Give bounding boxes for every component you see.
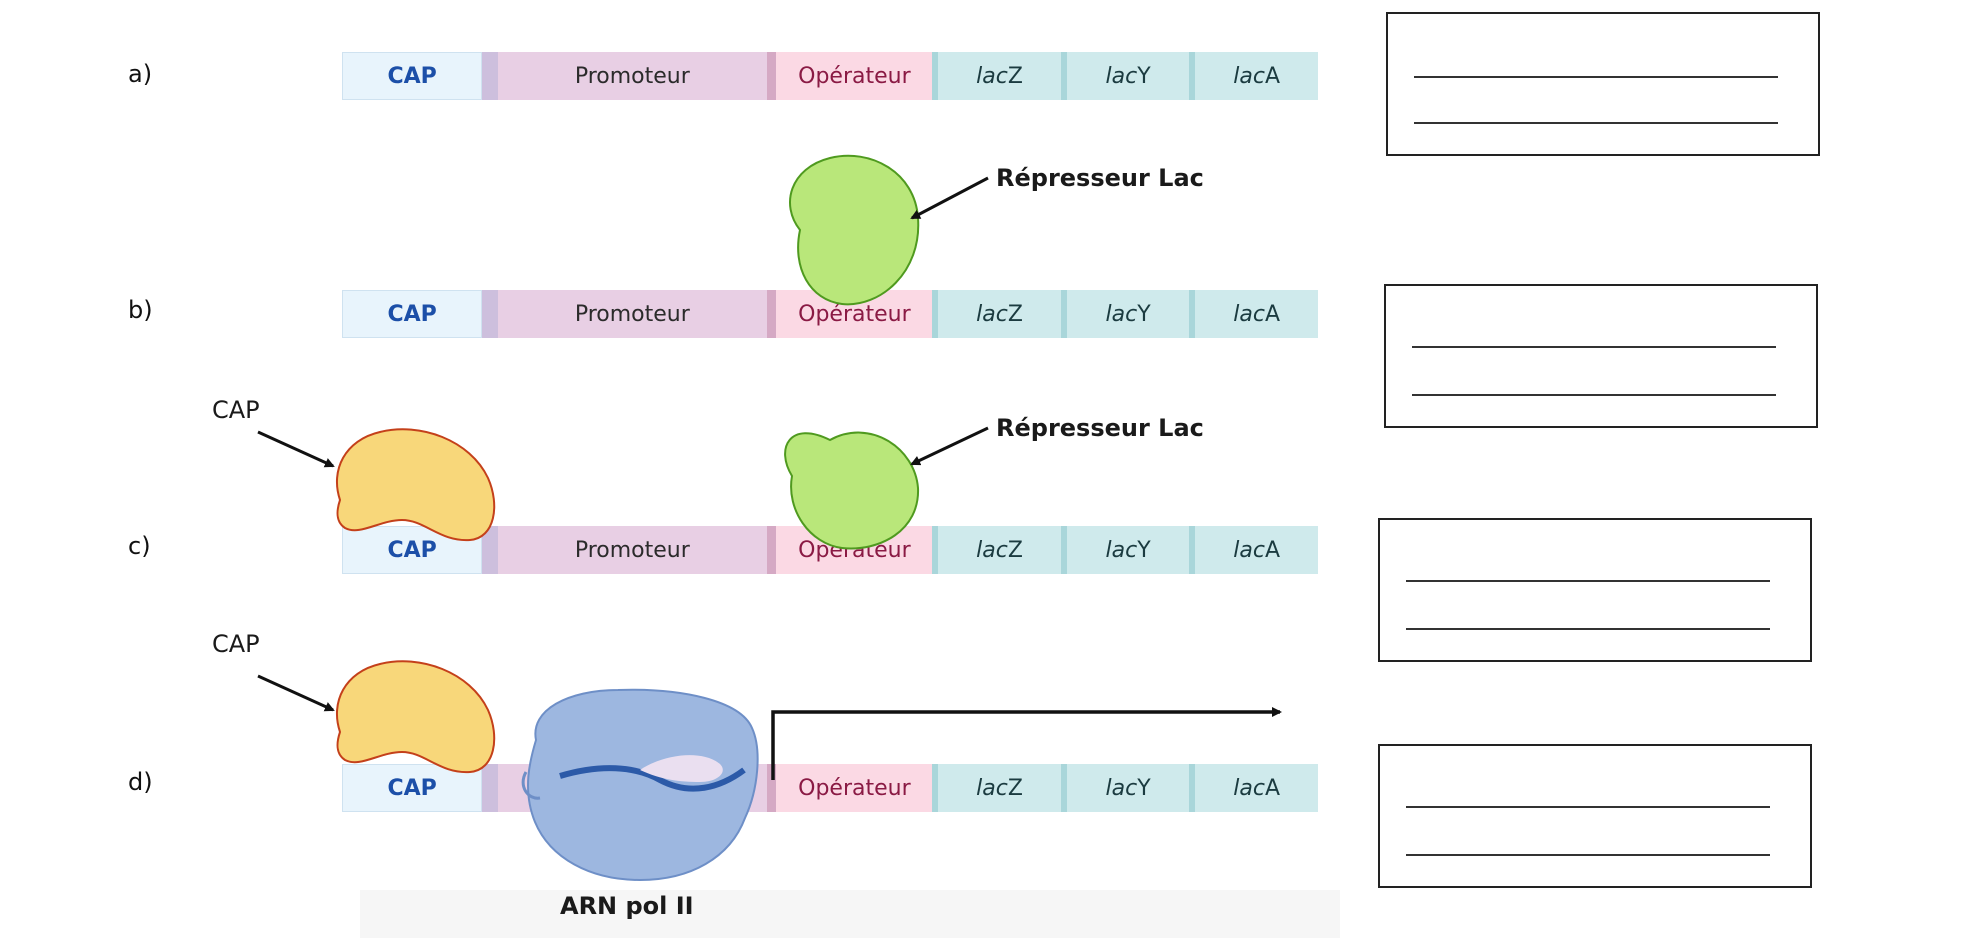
background-band	[360, 890, 1340, 938]
row-label-a: a)	[128, 60, 153, 88]
answer-line[interactable]	[1412, 394, 1776, 396]
answer-line[interactable]	[1412, 346, 1776, 348]
label-represseur-c: Répresseur Lac	[996, 414, 1204, 442]
answer-line[interactable]	[1414, 122, 1778, 124]
cap-protein-d	[335, 660, 496, 774]
label-represseur-b: Répresseur Lac	[996, 164, 1204, 192]
row-label-c: c)	[128, 532, 151, 560]
linker	[766, 526, 777, 574]
cap-protein-c	[335, 428, 496, 542]
answer-line[interactable]	[1406, 806, 1770, 808]
answer-line[interactable]	[1406, 580, 1770, 582]
answer-line[interactable]	[1414, 76, 1778, 78]
linker	[482, 52, 498, 100]
row-label-d: d)	[128, 768, 153, 796]
answer-box-d[interactable]	[1378, 744, 1812, 888]
separator	[932, 764, 939, 812]
operator-segment: Opérateur	[776, 526, 933, 574]
linker	[766, 290, 777, 338]
answer-line[interactable]	[1406, 854, 1770, 856]
cap-site: CAP	[342, 764, 483, 812]
answer-box-a[interactable]	[1386, 12, 1820, 156]
label-cap-d: CAP	[212, 630, 260, 658]
separator	[1060, 52, 1067, 100]
separator	[1060, 526, 1067, 574]
operator-segment: Opérateur	[776, 764, 933, 812]
separator	[1189, 290, 1196, 338]
linker	[482, 764, 498, 812]
linker	[482, 290, 498, 338]
linker	[766, 52, 777, 100]
arrow-cap-c	[257, 430, 335, 468]
label-arn-pol: ARN pol II	[560, 892, 694, 920]
answer-box-b[interactable]	[1384, 284, 1818, 428]
separator	[932, 52, 939, 100]
arrow-repressor-c	[910, 426, 989, 466]
answer-box-c[interactable]	[1378, 518, 1812, 662]
separator	[932, 290, 939, 338]
promoter-segment: Promoteur	[497, 526, 767, 574]
separator	[932, 526, 939, 574]
separator	[1189, 764, 1196, 812]
linker	[766, 764, 777, 812]
promoter-segment: Promoteur	[497, 290, 767, 338]
arrow-repressor-b	[910, 176, 989, 220]
arrow-cap-d	[257, 674, 335, 712]
cap-site: CAP	[342, 290, 483, 338]
promoter-segment: Promoteur	[497, 52, 767, 100]
lac-repressor-c	[784, 431, 920, 550]
operator-segment: Opérateur	[776, 52, 933, 100]
answer-line[interactable]	[1406, 628, 1770, 630]
transcription-arrow	[771, 707, 1282, 780]
label-cap-c: CAP	[212, 396, 260, 424]
separator	[1060, 290, 1067, 338]
rna-polymerase	[521, 688, 759, 882]
lac-repressor-b	[789, 154, 920, 306]
row-label-b: b)	[128, 296, 153, 324]
separator	[1189, 526, 1196, 574]
linker	[482, 526, 498, 574]
cap-site: CAP	[342, 52, 483, 100]
separator	[1189, 52, 1196, 100]
separator	[1060, 764, 1067, 812]
